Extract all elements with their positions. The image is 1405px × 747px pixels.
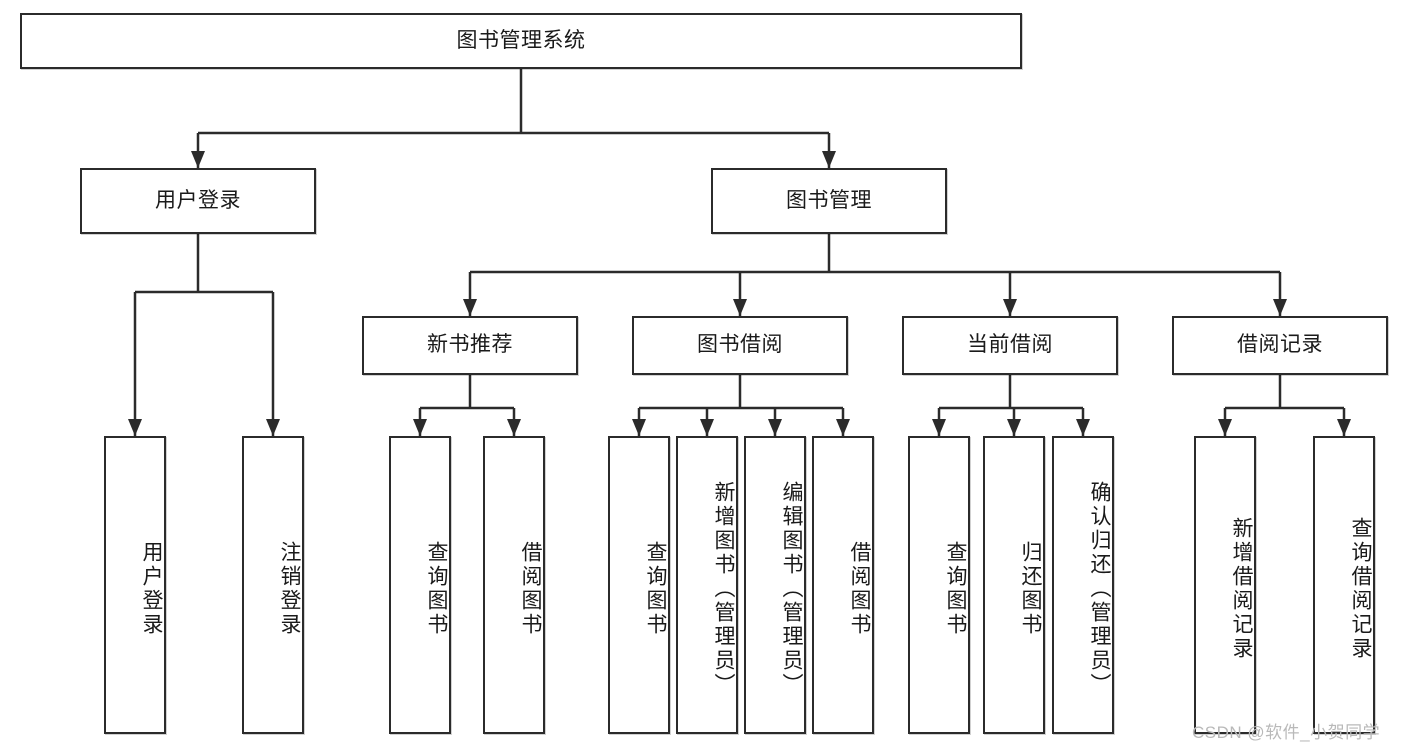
arrowhead-icon	[128, 419, 142, 436]
arrowhead-icon	[507, 419, 521, 436]
node-leaf-query-books-current[interactable]: 查询图书	[908, 436, 970, 734]
node-leaf-borrow-books[interactable]: 借阅图书	[812, 436, 874, 734]
arrowhead-icon	[266, 419, 280, 436]
node-label: 用户登录	[155, 188, 241, 212]
arrowhead-icon	[733, 299, 747, 316]
node-leaf-query-borrow-record[interactable]: 查询借阅记录	[1313, 436, 1375, 734]
node-label: 新书推荐	[427, 333, 513, 357]
node-root[interactable]: 图书管理系统	[20, 13, 1022, 69]
arrowhead-icon	[1003, 299, 1017, 316]
node-leaf-borrow-books-recommend[interactable]: 借阅图书	[483, 436, 545, 734]
arrowhead-icon	[1076, 419, 1090, 436]
node-leaf-user-login[interactable]: 用户登录	[104, 436, 166, 734]
node-label: 图书管理	[786, 188, 872, 212]
node-leaf-return-books[interactable]: 归还图书	[983, 436, 1045, 734]
node-label: 查询图书	[425, 541, 448, 637]
node-leaf-logout[interactable]: 注销登录	[242, 436, 304, 734]
node-borrow-record[interactable]: 借阅记录	[1172, 316, 1388, 375]
arrowhead-icon	[822, 151, 836, 168]
node-current-borrow[interactable]: 当前借阅	[902, 316, 1118, 375]
arrowhead-icon	[1273, 299, 1287, 316]
node-new-book-recommend[interactable]: 新书推荐	[362, 316, 578, 375]
arrowhead-icon	[700, 419, 714, 436]
node-label: 当前借阅	[967, 333, 1053, 357]
node-label: 查询图书	[944, 541, 967, 637]
arrowhead-icon	[463, 299, 477, 316]
node-label: 注销登录	[278, 541, 301, 637]
node-label: 用户登录	[140, 541, 163, 637]
node-label: 查询图书	[644, 541, 667, 637]
node-book-borrow[interactable]: 图书借阅	[632, 316, 848, 375]
arrowhead-icon	[413, 419, 427, 436]
node-label: 确认归还（管理员）	[1088, 481, 1111, 697]
arrowhead-icon	[1337, 419, 1351, 436]
node-leaf-edit-book-admin[interactable]: 编辑图书（管理员）	[744, 436, 806, 734]
node-label: 借阅图书	[848, 541, 871, 637]
node-leaf-add-book-admin[interactable]: 新增图书（管理员）	[676, 436, 738, 734]
arrowhead-icon	[1007, 419, 1021, 436]
arrowhead-icon	[191, 151, 205, 168]
node-label: 编辑图书（管理员）	[780, 481, 803, 697]
node-label: 借阅记录	[1237, 333, 1323, 357]
node-label: 图书管理系统	[456, 28, 586, 52]
node-label: 查询借阅记录	[1349, 517, 1372, 661]
arrowhead-icon	[1218, 419, 1232, 436]
node-user-login[interactable]: 用户登录	[80, 168, 316, 234]
node-label: 新增借阅记录	[1230, 517, 1253, 661]
node-leaf-query-books-borrow[interactable]: 查询图书	[608, 436, 670, 734]
arrowhead-icon	[632, 419, 646, 436]
node-label: 新增图书（管理员）	[712, 481, 735, 697]
node-leaf-confirm-return-admin[interactable]: 确认归还（管理员）	[1052, 436, 1114, 734]
arrowhead-icon	[768, 419, 782, 436]
node-label: 归还图书	[1019, 541, 1042, 637]
node-leaf-query-books-recommend[interactable]: 查询图书	[389, 436, 451, 734]
arrowhead-icon	[932, 419, 946, 436]
watermark-text: CSDN @软件_小贺同学	[1192, 723, 1381, 742]
node-label: 图书借阅	[697, 333, 783, 357]
node-label: 借阅图书	[519, 541, 542, 637]
arrowhead-icon	[836, 419, 850, 436]
node-book-management[interactable]: 图书管理	[711, 168, 947, 234]
node-leaf-add-borrow-record[interactable]: 新增借阅记录	[1194, 436, 1256, 734]
